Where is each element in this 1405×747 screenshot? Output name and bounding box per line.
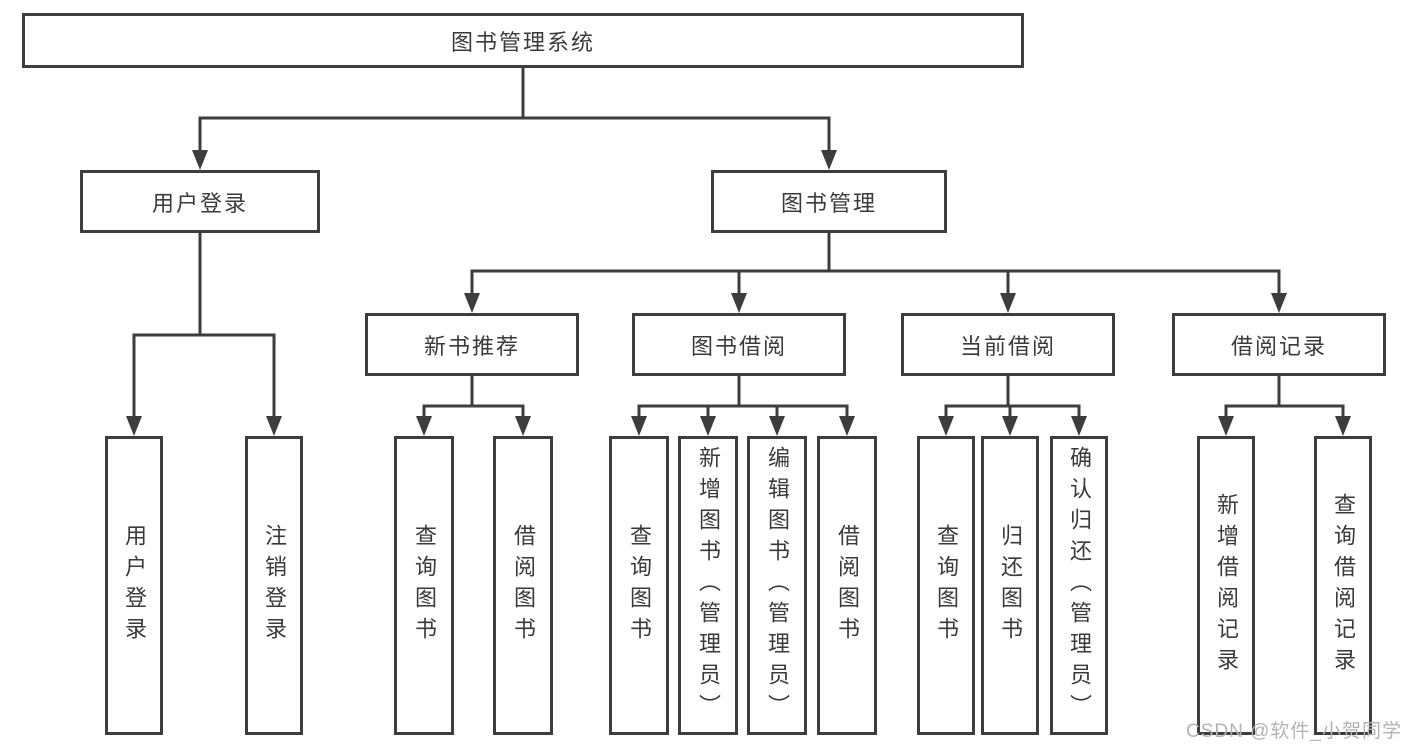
arrow-down-icon	[1271, 293, 1287, 313]
leaf-user-login: 用户登录	[105, 436, 163, 735]
arrow-down-icon	[515, 416, 531, 436]
watermark-text: CSDN @软件_小贺同学	[1186, 721, 1402, 742]
node-library-management-system: 图书管理系统	[22, 13, 1024, 68]
connector-borrow-records-children	[1218, 374, 1351, 436]
leaf-confirm-return-admin: 确认归还（管理员）	[1050, 436, 1108, 735]
connector-line	[637, 374, 849, 424]
arrow-down-icon	[464, 293, 480, 313]
node-label: 编辑图书（管理员）	[765, 446, 790, 725]
node-label: 归还图书	[998, 523, 1023, 648]
connector-root-to-level2	[192, 66, 837, 170]
leaf-edit-book-admin: 编辑图书（管理员）	[747, 436, 807, 735]
node-label: 图书借阅	[690, 333, 787, 359]
node-label: 新增借阅记录	[1214, 492, 1239, 679]
arrow-down-icon	[126, 416, 142, 436]
leaf-add-borrow-record: 新增借阅记录	[1197, 436, 1255, 735]
leaf-return-book: 归还图书	[981, 436, 1039, 735]
node-current-borrow: 当前借阅	[901, 313, 1115, 376]
node-label: 查询图书	[412, 523, 437, 648]
arrow-down-icon	[192, 150, 208, 170]
leaf-borrow-books-recommend: 借阅图书	[493, 436, 553, 735]
connector-user-login-children	[126, 231, 282, 436]
arrow-down-icon	[1002, 416, 1018, 436]
arrow-down-icon	[731, 293, 747, 313]
leaf-query-books-borrow: 查询图书	[609, 436, 669, 735]
node-label: 用户登录	[122, 523, 147, 648]
node-label: 新增图书（管理员）	[696, 446, 721, 725]
leaf-borrow-books: 借阅图书	[817, 436, 877, 735]
node-label: 借阅记录	[1230, 333, 1327, 359]
arrow-down-icon	[1335, 416, 1351, 436]
node-book-borrow: 图书借阅	[632, 313, 846, 376]
connector-book-borrow-children	[631, 374, 855, 436]
node-user-login: 用户登录	[80, 170, 320, 233]
connector-book-management-children	[464, 231, 1287, 313]
arrow-down-icon	[1000, 293, 1016, 313]
leaf-query-books-recommend: 查询图书	[394, 436, 454, 735]
arrow-down-icon	[839, 416, 855, 436]
node-label: 查询借阅记录	[1331, 492, 1356, 679]
connector-line	[198, 66, 831, 157]
leaf-query-books-current: 查询图书	[917, 436, 975, 735]
connector-line	[470, 231, 1281, 301]
connector-line	[422, 374, 525, 424]
arrow-down-icon	[769, 416, 785, 436]
node-label: 查询图书	[934, 523, 959, 648]
connector-line	[944, 374, 1081, 424]
connector-current-borrow-children	[938, 374, 1087, 436]
connector-new-book-children	[416, 374, 531, 436]
node-label: 图书管理	[780, 190, 877, 216]
leaf-add-book-admin: 新增图书（管理员）	[678, 436, 738, 735]
node-label: 借阅图书	[511, 523, 536, 648]
arrow-down-icon	[1071, 416, 1087, 436]
arrow-down-icon	[416, 416, 432, 436]
connector-line	[132, 231, 276, 424]
node-borrow-records: 借阅记录	[1172, 313, 1386, 376]
node-new-book-recommend: 新书推荐	[365, 313, 579, 376]
node-label: 用户登录	[151, 190, 248, 216]
node-label: 图书管理系统	[450, 29, 595, 55]
leaf-query-borrow-record: 查询借阅记录	[1314, 436, 1372, 735]
node-label: 新书推荐	[423, 333, 520, 359]
node-label: 注销登录	[262, 523, 287, 648]
node-book-management: 图书管理	[711, 170, 947, 233]
node-label: 确认归还（管理员）	[1067, 446, 1092, 725]
arrow-down-icon	[266, 416, 282, 436]
arrow-down-icon	[700, 416, 716, 436]
node-label: 借阅图书	[835, 523, 860, 648]
leaf-logout: 注销登录	[245, 436, 303, 735]
arrow-down-icon	[631, 416, 647, 436]
connector-line	[1224, 374, 1345, 424]
arrow-down-icon	[1218, 416, 1234, 436]
arrow-down-icon	[938, 416, 954, 436]
node-label: 当前借阅	[959, 333, 1056, 359]
node-label: 查询图书	[627, 523, 652, 648]
arrow-down-icon	[821, 150, 837, 170]
